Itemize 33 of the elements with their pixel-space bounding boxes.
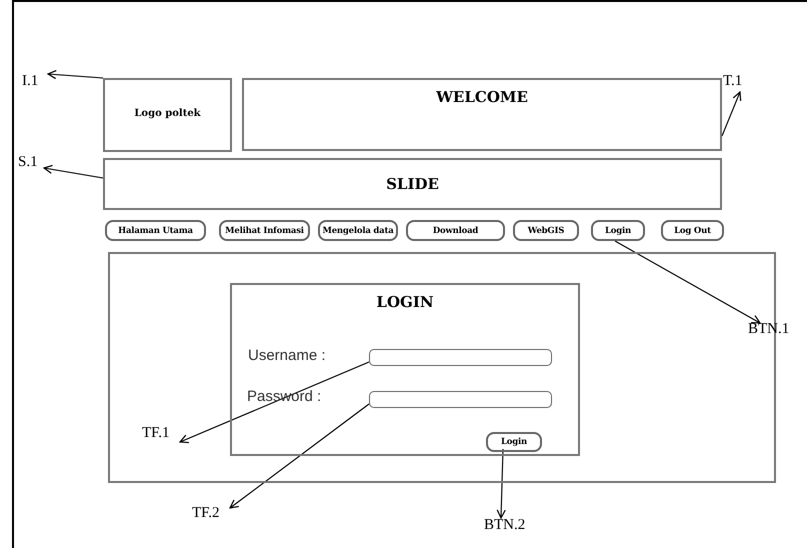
input-field bbox=[369, 391, 552, 408]
heading: WELCOME bbox=[435, 88, 529, 106]
leader-line bbox=[179, 362, 370, 444]
image-placeholder-box bbox=[103, 78, 232, 152]
leader-line bbox=[47, 70, 104, 80]
leader-line bbox=[614, 240, 761, 324]
callout-label: BTN.2 bbox=[484, 518, 530, 536]
callout-label: T.1 bbox=[723, 74, 749, 92]
callout-label: TF.2 bbox=[192, 506, 236, 524]
callout-label: TF.1 bbox=[142, 426, 186, 444]
heading: SLIDE bbox=[385, 175, 440, 193]
callout-label: S.1 bbox=[18, 155, 44, 173]
input-field bbox=[369, 349, 552, 366]
login-button: Login bbox=[486, 432, 542, 452]
slide-banner bbox=[103, 158, 722, 210]
leader-line bbox=[229, 404, 370, 509]
callout-label: BTN.1 bbox=[748, 322, 804, 340]
placeholder-text: Logo poltek bbox=[133, 108, 202, 119]
menu-button: Download bbox=[406, 220, 505, 241]
callout-label: I.1 bbox=[22, 74, 48, 92]
leader-line bbox=[43, 164, 104, 179]
menu-button: WebGIS bbox=[513, 220, 579, 241]
leader-line bbox=[722, 91, 742, 136]
leader-line bbox=[496, 448, 506, 519]
field-label: Username : bbox=[248, 347, 326, 364]
heading: LOGIN bbox=[375, 293, 435, 311]
menu-button: Log Out bbox=[661, 220, 724, 241]
menu-button: Mengelola data bbox=[318, 220, 398, 241]
menu-button: Melihat Infomasi bbox=[219, 220, 310, 241]
menu-button: Login bbox=[591, 220, 645, 241]
header-banner bbox=[242, 78, 722, 151]
login-panel bbox=[230, 283, 580, 456]
menu-button: Halaman Utama bbox=[105, 220, 206, 241]
